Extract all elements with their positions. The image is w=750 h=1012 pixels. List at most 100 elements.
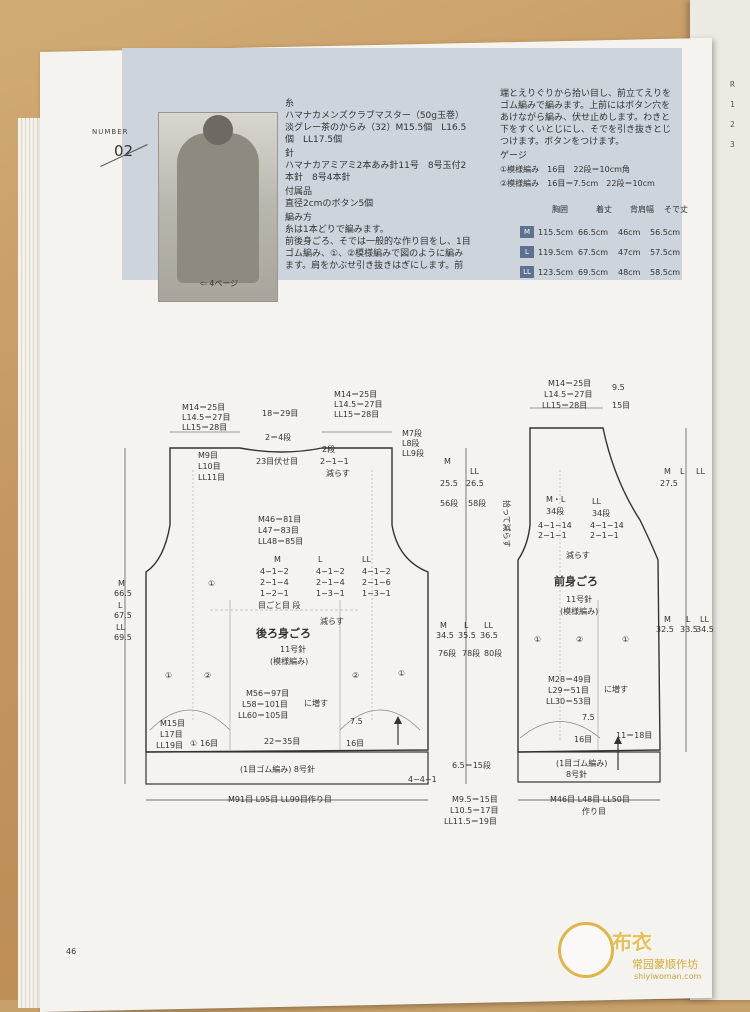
pattern-mark: ② — [352, 671, 360, 680]
back-width-75: 7.5 — [350, 717, 363, 726]
back-inc: LL60＝105目 — [238, 711, 289, 720]
size-shoulder: 48cm — [618, 267, 641, 277]
method-line: 糸は1本どりで編みます。 — [285, 225, 389, 235]
watermark-sub: 常园蒙顺作坊 — [632, 958, 698, 971]
back-neck-dec: 2−1−1 — [320, 457, 349, 466]
front-rib-needle: 8号針 — [566, 770, 588, 779]
front-neck-width: 9.5 — [612, 383, 625, 392]
back-inc-note: に増す — [304, 699, 328, 708]
back-neck-depth: 2＝4段 — [265, 433, 292, 442]
pattern-mark: ① — [165, 671, 173, 680]
back-neck-dec: 2段 — [322, 445, 336, 454]
size-row-m: M 115.5cm 66.5cm 46cm 56.5cm — [520, 225, 690, 239]
pattern-mark: ② — [204, 671, 212, 680]
front-lower-value: 32.5 — [656, 625, 674, 634]
back-armhole-rows: M7段 — [402, 429, 422, 438]
gauge-line: ②模様編み 16目＝7.5cm 22段＝10cm — [500, 179, 655, 188]
back-cast-on: M91目 L95目 LL99目作り目 — [228, 795, 332, 804]
dec-step: 2−1−4 — [316, 578, 345, 587]
size-tag: L — [520, 246, 534, 258]
back-hem-sts: L17目 — [160, 730, 183, 739]
back-armhole-rows: L8段 — [402, 439, 420, 448]
materials-line: 個 LL17.5個 — [285, 135, 343, 145]
method-line: ゴム編み、①、②模様編みで図のように編み — [285, 249, 464, 259]
front-dec-step: 4−1−14 — [538, 521, 572, 530]
back-side-sts: LL11目 — [198, 473, 226, 482]
back-hem-curve — [149, 709, 421, 731]
back-neck-width: 18＝29目 — [262, 409, 299, 418]
front-title: 前身ごろ — [554, 575, 598, 588]
front-lower-value: 33.5 — [680, 625, 698, 634]
dec-step: 4−1−2 — [362, 567, 391, 576]
garment-photo — [158, 112, 278, 302]
photo-reference: ⇦ 4ページ — [200, 279, 239, 288]
back-pattern: (模様編み) — [270, 657, 309, 666]
watermark-brand: 布衣 — [612, 930, 652, 954]
front-cast-on: M46目 L48目 LL50目 — [550, 795, 630, 804]
back-rib-band — [145, 751, 429, 785]
size-tag: LL — [520, 266, 534, 278]
front-inc: LL30＝53目 — [546, 697, 592, 706]
size-tag: M — [520, 226, 534, 238]
watermark-logo: 布衣 常园蒙顺作坊 shiyiwoman.com — [552, 918, 742, 990]
back-arrow-head — [394, 716, 402, 724]
dec-step: 2−1−4 — [260, 578, 289, 587]
method-line: 前後身ごろ、そでは一般的な作り目をし、1目 — [285, 237, 471, 247]
size-header: 胸囲 — [552, 205, 568, 214]
front-pattern: (模様編み) — [560, 607, 599, 616]
method-line: あけながら編み、伏せ止めします。わきと — [500, 113, 671, 123]
dec-step: 1−3−1 — [362, 589, 391, 598]
front-lower-size: LL — [700, 615, 709, 624]
front-height-size: L — [680, 467, 685, 476]
upper-size: LL — [470, 467, 479, 476]
method-line: 下をすくいとじにし、そでを引き抜きとじ — [500, 125, 672, 135]
materials-title: 糸 — [285, 99, 295, 109]
back-mid-sts: LL48＝85目 — [258, 537, 304, 546]
back-hem-sts: LL19目 — [156, 741, 184, 750]
back-height-size: L — [118, 601, 123, 610]
front-dec-step: 4−1−14 — [590, 521, 624, 530]
method-line: ます。肩をかぶせ引き抜きはぎにします。前 — [285, 261, 464, 271]
front-arrow-head — [614, 736, 622, 744]
front-rib: (1目ゴム編み) — [556, 759, 608, 768]
size-header: そで丈 — [664, 205, 688, 214]
size-length: 69.5cm — [578, 267, 609, 277]
gauge-line: ①模様編み 16目 22段＝10cm角 — [500, 165, 630, 174]
front-height-size: LL — [696, 467, 705, 476]
method-line: ゴム編みで編みます。上前にはボタン穴を — [500, 101, 671, 111]
front-dec-size: M・L — [546, 495, 566, 504]
upper-value: 25.5 — [440, 479, 458, 488]
materials-line: 淡グレー茶のからみ（32）M15.5個 L16.5 — [285, 123, 467, 133]
front-inc-note: に増す — [604, 685, 628, 694]
front-dec-size: LL — [592, 497, 601, 506]
dec-header: L — [318, 555, 323, 564]
front-shoulder: M14＝25目 — [548, 379, 592, 388]
front-dec-note: 減らす — [566, 551, 590, 560]
dec-step: 4−1−2 — [260, 567, 289, 576]
front-body-outline — [517, 427, 661, 753]
size-shoulder: 47cm — [618, 247, 641, 257]
size-header: 着丈 — [596, 205, 612, 214]
right-page-text: R — [730, 80, 735, 89]
right-page-text: 3 — [730, 140, 735, 149]
upper-size: M — [444, 457, 451, 466]
upper-rows: 56段 — [440, 499, 459, 508]
front-shoulder: LL15＝28目 — [542, 401, 588, 410]
back-inc: L58＝101目 — [242, 700, 288, 709]
size-length: 67.5cm — [578, 247, 609, 257]
size-sleeve: 56.5cm — [650, 227, 681, 237]
back-hem-sts: M15目 — [160, 719, 186, 728]
back-mid-sts: L47＝83目 — [258, 526, 299, 535]
front-cast-left: M9.5＝15目 — [452, 795, 498, 804]
lower-size: M — [440, 621, 447, 630]
front-cast-left: LL11.5＝19目 — [444, 817, 497, 826]
dec-step: 1−2−1 — [260, 589, 289, 598]
lower-value: 34.5 — [436, 631, 454, 640]
size-sleeve: 57.5cm — [650, 247, 681, 257]
back-height-size: M — [118, 579, 125, 588]
back-shoulder-left: L14.5＝27目 — [182, 413, 231, 422]
front-dec-step: 2−1−1 — [538, 531, 567, 540]
back-height-value: 67.5 — [114, 611, 132, 620]
lower-size: L — [464, 621, 469, 630]
lower-size: LL — [484, 621, 493, 630]
